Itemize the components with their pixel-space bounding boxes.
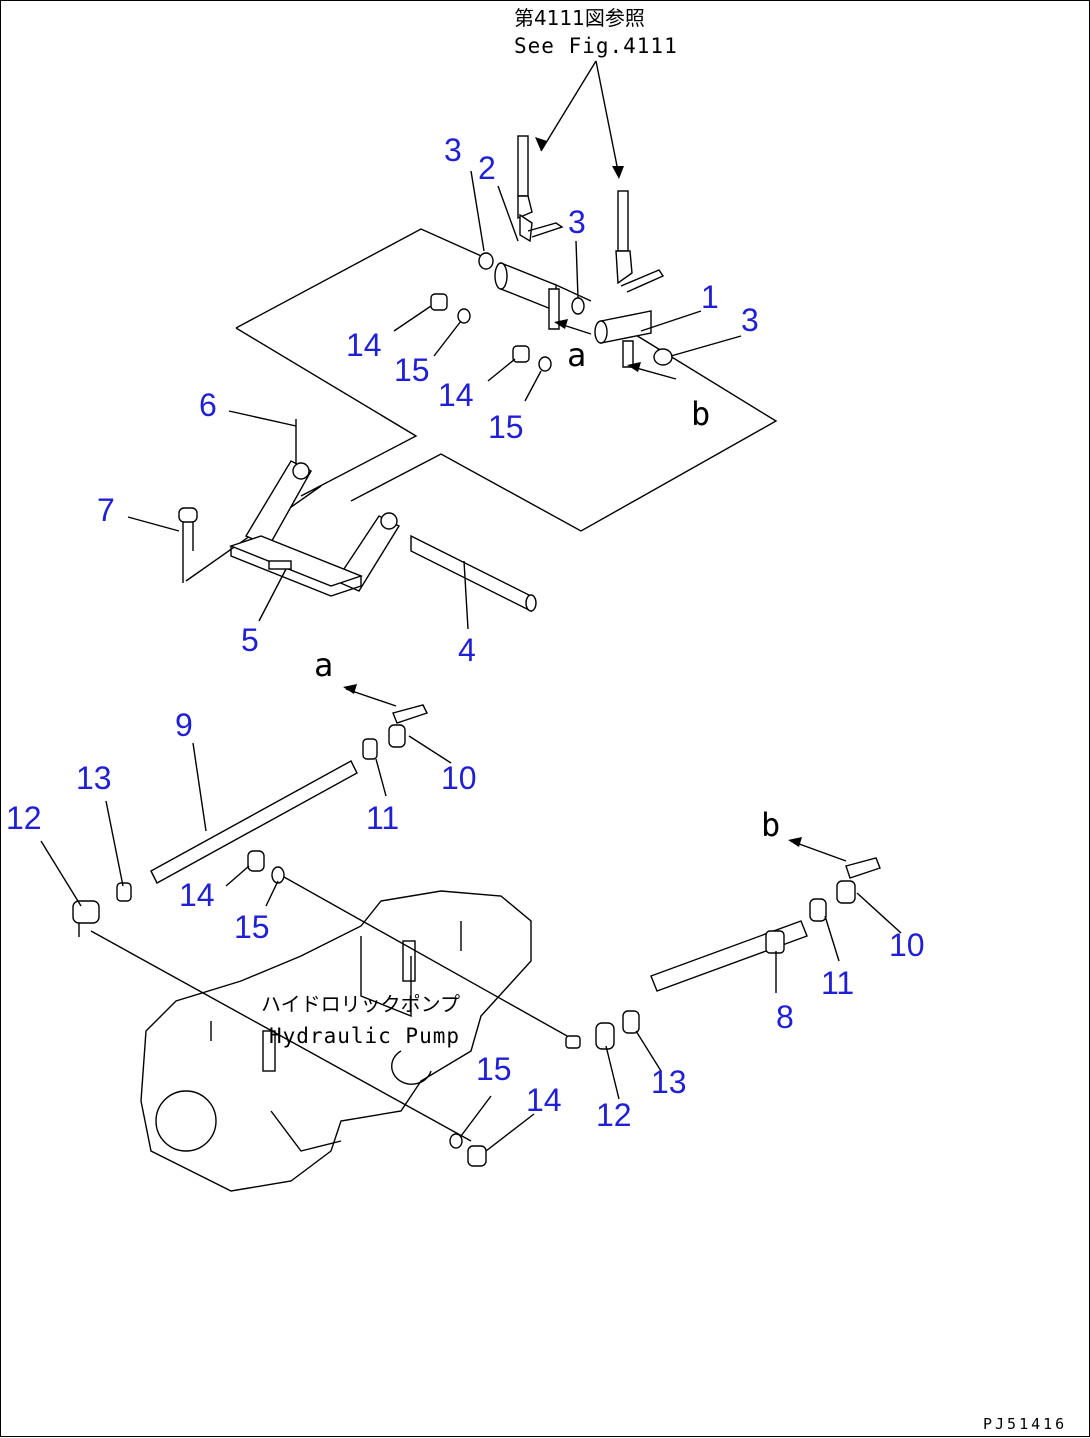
callout-12: 12 — [596, 1097, 632, 1133]
reference-arrows — [535, 60, 624, 179]
callout-11: 11 — [821, 965, 854, 1001]
view-letter-a-lower: a — [314, 646, 333, 684]
callout-15: 15 — [476, 1051, 512, 1087]
rod-assembly-left — [72, 684, 577, 1142]
callout-13: 13 — [76, 760, 112, 796]
callout-3: 3 — [741, 302, 759, 338]
view-letter-b-lower: b — [761, 806, 780, 844]
callouts: 3 2 3 1 3 14 15 14 15 6 7 5 4 9 13 12 11… — [6, 132, 925, 1133]
leader-lines — [40, 170, 902, 1152]
callout-8: 8 — [776, 999, 794, 1035]
callout-4: 4 — [458, 632, 476, 668]
hydraulic-pump — [140, 890, 532, 1192]
view-letter-a-upper: a — [567, 336, 586, 374]
callout-5: 5 — [241, 622, 259, 658]
callout-3: 3 — [568, 204, 586, 240]
figure-code: PJ51416 — [983, 1415, 1067, 1433]
pump-label-jp: ハイドロリックポンプ — [261, 992, 460, 1016]
pump-label-en: Hydraulic Pump — [269, 1024, 460, 1048]
callout-15: 15 — [488, 409, 524, 445]
reference-en: See Fig.4111 — [514, 34, 678, 58]
callout-3: 3 — [444, 132, 462, 168]
callout-13: 13 — [651, 1064, 687, 1100]
callout-10: 10 — [889, 927, 925, 963]
callout-14: 14 — [179, 877, 215, 913]
callout-11: 11 — [366, 800, 399, 836]
reference-jp: 第4111図参照 — [514, 6, 645, 30]
callout-1: 1 — [701, 279, 719, 315]
floor-plate-outline — [185, 228, 778, 582]
callout-7: 7 — [97, 492, 115, 528]
callout-15: 15 — [394, 352, 430, 388]
callout-9: 9 — [175, 707, 193, 743]
bracket-assembly — [178, 419, 537, 613]
callout-6: 6 — [199, 387, 217, 423]
washer-15-lower — [449, 1133, 463, 1149]
callout-2: 2 — [478, 150, 496, 186]
nut-14-lower — [467, 1145, 487, 1167]
callout-12: 12 — [6, 800, 42, 836]
callout-14: 14 — [346, 327, 382, 363]
callout-14: 14 — [438, 377, 474, 413]
callout-14: 14 — [526, 1082, 562, 1118]
callout-10: 10 — [441, 760, 477, 796]
lever-assembly-upper — [430, 135, 677, 380]
view-letter-b-upper: b — [691, 395, 710, 433]
callout-15: 15 — [234, 909, 270, 945]
rod-assembly-right — [565, 837, 881, 1050]
